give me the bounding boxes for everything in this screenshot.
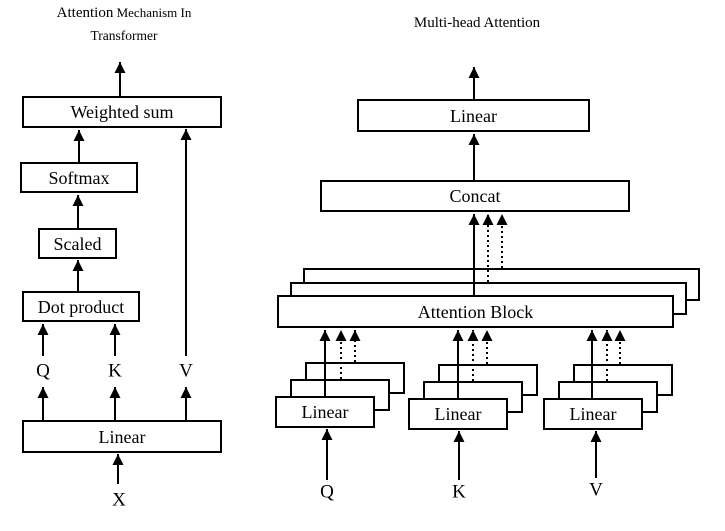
scaled-box: Scaled <box>38 228 117 259</box>
right-v-label: V <box>589 479 603 501</box>
left-linear-label: Linear <box>98 426 146 447</box>
linear-k-label: Linear <box>434 404 482 424</box>
linear-q-box: Linear <box>275 396 375 428</box>
right-linear-top-box: Linear <box>357 99 590 132</box>
left-v-label: V <box>179 360 193 382</box>
right-linear-top-label: Linear <box>450 105 497 126</box>
linear-q-label: Linear <box>301 402 349 422</box>
linear-v-label: Linear <box>569 404 617 424</box>
left-title-line2: Transformer <box>90 27 158 43</box>
right-k-label: K <box>452 481 466 503</box>
attention-block-box: Attention Block <box>277 295 674 328</box>
left-q-label: Q <box>36 360 50 382</box>
left-title-rest: Mechanism In <box>113 5 192 20</box>
softmax-box: Softmax <box>20 162 138 193</box>
left-diagram-title: Attention Mechanism In Transformer <box>23 1 225 47</box>
left-x-label: X <box>112 489 126 511</box>
right-diagram-title: Multi-head Attention <box>413 15 541 31</box>
scaled-label: Scaled <box>53 233 102 254</box>
left-k-label: K <box>108 360 122 382</box>
left-title-word-attention: Attention <box>56 5 114 21</box>
right-q-label: Q <box>320 481 334 503</box>
left-title-line1: Attention Mechanism In <box>23 1 225 26</box>
softmax-label: Softmax <box>48 167 110 188</box>
concat-box: Concat <box>320 180 630 212</box>
linear-v-box: Linear <box>543 398 643 430</box>
concat-label: Concat <box>449 186 501 206</box>
dot-product-box: Dot product <box>22 291 140 322</box>
attention-block-label: Attention Block <box>417 301 534 322</box>
weighted-sum-label: Weighted sum <box>70 102 174 122</box>
weighted-sum-box: Weighted sum <box>22 96 222 128</box>
linear-k-box: Linear <box>408 398 508 430</box>
left-linear-box: Linear <box>22 420 222 453</box>
dot-product-label: Dot product <box>37 296 125 317</box>
